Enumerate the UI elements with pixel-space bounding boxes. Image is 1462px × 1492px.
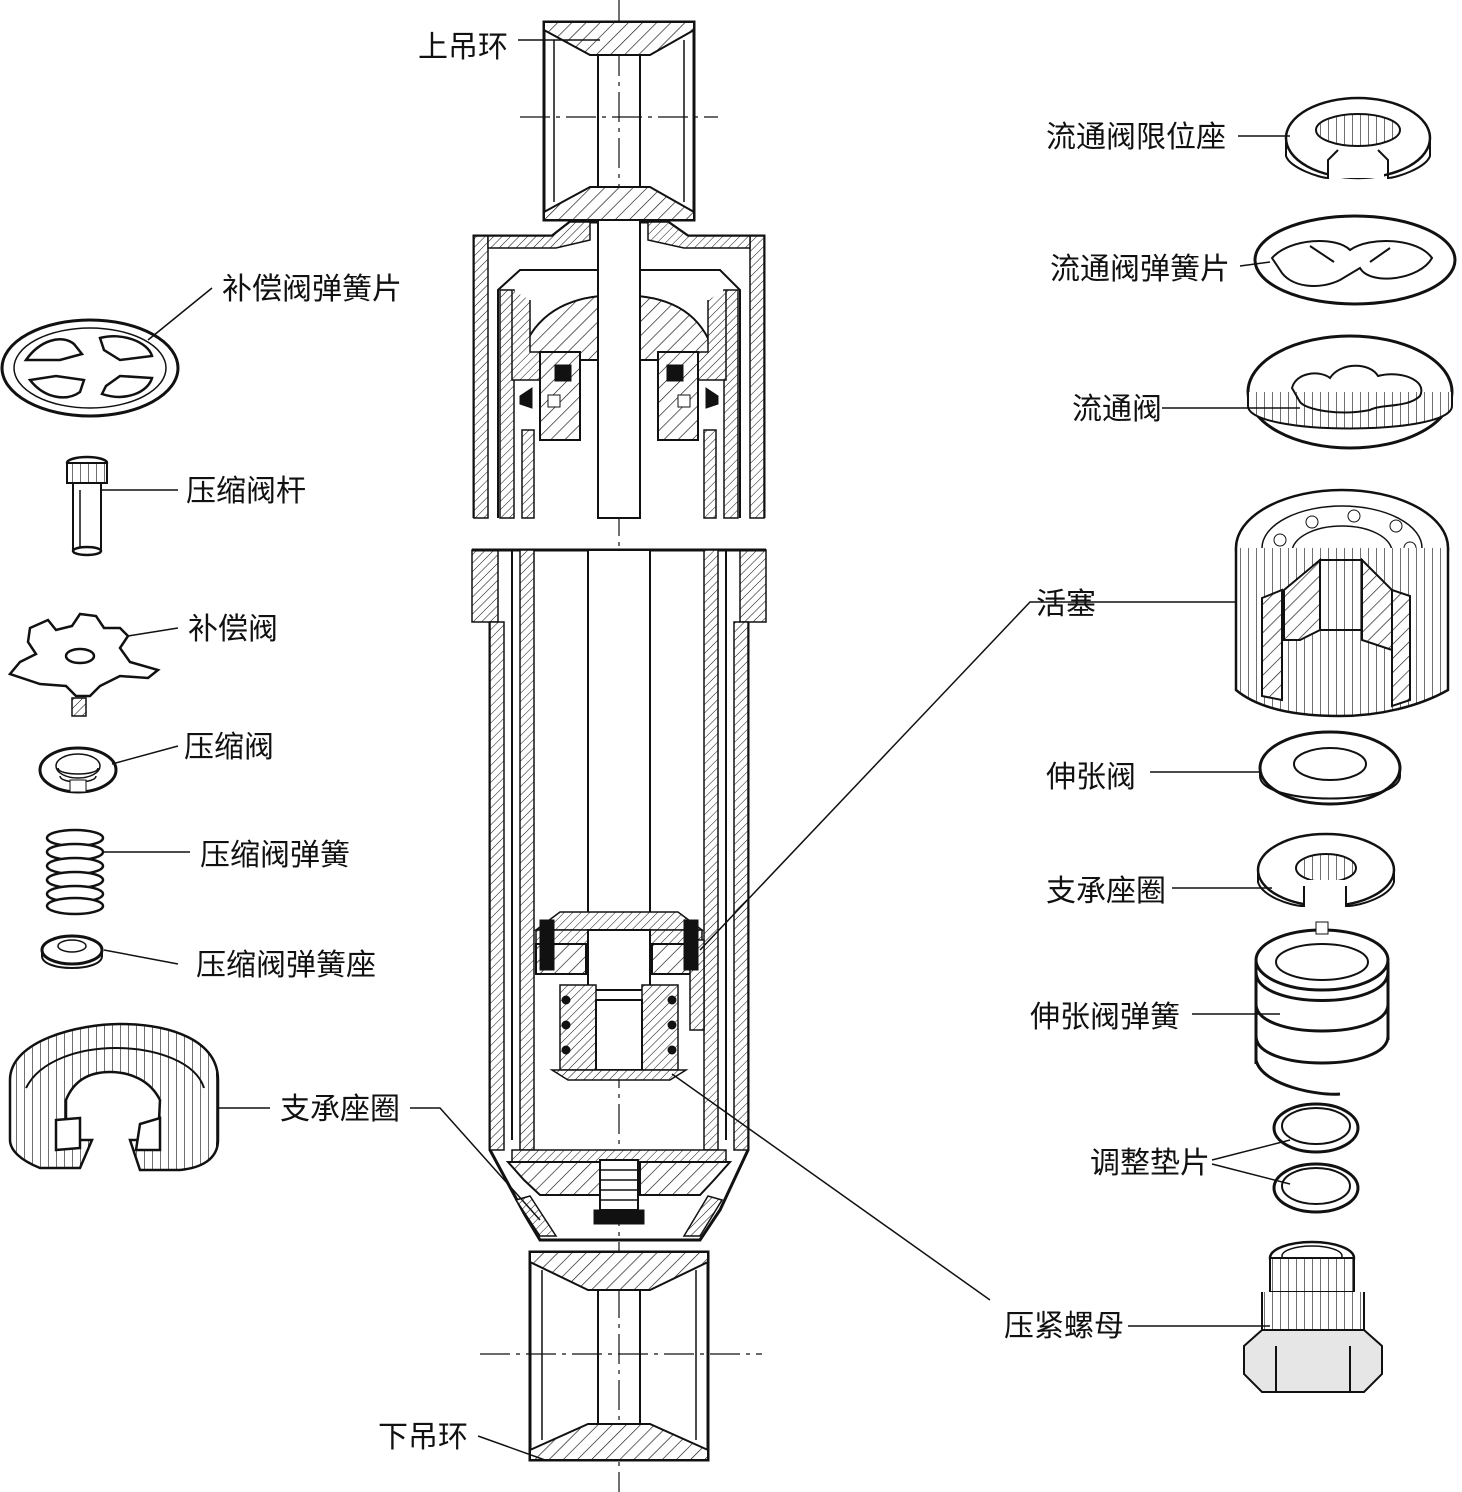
comp-valve-spring-plate-part bbox=[0, 318, 180, 418]
label-flow-valve-spring-plate: 流通阀弹簧片 bbox=[1050, 252, 1230, 287]
upper-cylinder bbox=[472, 219, 766, 519]
rebound-valve-spring-part bbox=[1254, 921, 1390, 1096]
right-parts bbox=[1234, 96, 1457, 1393]
compress-valve-spring-part bbox=[45, 828, 105, 916]
label-flow-valve: 流通阀 bbox=[1072, 392, 1162, 427]
support-ring-left-part bbox=[8, 1022, 220, 1172]
label-compress-valve-spring: 压缩阀弹簧 bbox=[200, 838, 350, 873]
main-assembly bbox=[471, 0, 767, 1492]
label-comp-valve: 补偿阀 bbox=[188, 612, 278, 647]
lock-nut-part bbox=[1243, 1240, 1383, 1393]
label-support-ring-right: 支承座圈 bbox=[1046, 874, 1166, 909]
label-shim: 调整垫片 bbox=[1090, 1146, 1210, 1181]
leader-lines bbox=[102, 39, 1300, 1461]
flow-valve-part bbox=[1246, 334, 1454, 450]
label-bottom-ring: 下吊环 bbox=[378, 1420, 468, 1455]
label-rebound-valve-spring: 伸张阀弹簧 bbox=[1030, 1000, 1180, 1035]
upper-eye-ring bbox=[520, 20, 718, 222]
label-comp-valve-spring-plate: 补偿阀弹簧片 bbox=[222, 272, 402, 307]
compress-valve-spring-seat-part bbox=[40, 934, 104, 969]
comp-valve-stem-part bbox=[65, 455, 109, 557]
label-flow-valve-stop-seat: 流通阀限位座 bbox=[1046, 120, 1226, 155]
compress-valve-part bbox=[38, 746, 118, 794]
label-top-ring: 上吊环 bbox=[418, 30, 508, 65]
label-compress-valve: 压缩阀 bbox=[184, 730, 274, 765]
support-ring-right-part bbox=[1256, 832, 1396, 910]
piston-section bbox=[533, 911, 705, 1081]
label-comp-valve-stem: 压缩阀杆 bbox=[186, 474, 306, 509]
base-valve-section bbox=[505, 1149, 733, 1237]
label-piston: 活塞 bbox=[1036, 587, 1096, 622]
label-compress-valve-spring-seat: 压缩阀弹簧座 bbox=[196, 948, 376, 983]
labels: 上吊环 下吊环 补偿阀弹簧片 压缩阀杆 补偿阀 压缩阀 压缩阀弹簧 压缩阀弹簧座… bbox=[184, 30, 1230, 1455]
lower-eye-ring bbox=[480, 1250, 762, 1462]
piston-part bbox=[1234, 488, 1450, 718]
label-support-ring-left: 支承座圈 bbox=[280, 1092, 400, 1127]
label-rebound-valve: 伸张阀 bbox=[1046, 760, 1136, 795]
shim-parts bbox=[1272, 1102, 1360, 1214]
comp-valve-part bbox=[7, 612, 161, 717]
lower-cylinder bbox=[471, 548, 767, 1242]
label-lock-nut: 压紧螺母 bbox=[1004, 1309, 1124, 1344]
left-parts bbox=[0, 318, 220, 1172]
flow-valve-stop-seat-part bbox=[1284, 96, 1432, 180]
rebound-valve-part bbox=[1258, 730, 1402, 806]
flow-valve-spring-plate-part bbox=[1253, 214, 1457, 306]
